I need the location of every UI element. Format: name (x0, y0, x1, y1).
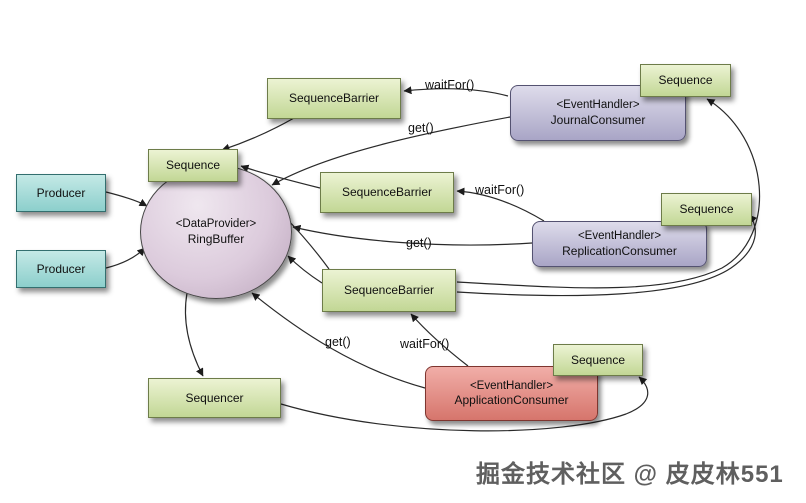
node-label: Producer (36, 261, 86, 276)
edge-label-get-replication: get() (406, 236, 432, 250)
node-ringbuffer: <DataProvider> RingBuffer (140, 165, 292, 299)
edge-sequencer-to-application-sequence (280, 376, 649, 432)
edge-get-journal (271, 116, 511, 186)
node-label: SequenceBarrier (341, 185, 433, 199)
node-sequencebarrier-application: SequenceBarrier (322, 269, 456, 312)
node-label: Sequence (679, 202, 734, 216)
edge-barrier3-to-replication-sequence (456, 214, 758, 297)
edge-label-waitfor-replication: waitFor() (475, 183, 525, 197)
edge-label-waitfor-application: waitFor() (400, 337, 450, 351)
edge-producer1-to-ring (105, 191, 148, 207)
node-replication-consumer: <EventHandler> ReplicationConsumer (532, 221, 707, 267)
edge-barrier1-to-sequence (221, 117, 295, 152)
edge-label-get-application: get() (325, 335, 351, 349)
node-label: ReplicationConsumer (562, 243, 677, 258)
node-application-consumer: <EventHandler> ApplicationConsumer (425, 366, 598, 421)
node-label: ApplicationConsumer (454, 393, 569, 408)
edge-waitfor-application (410, 313, 469, 367)
node-label: Sequence (658, 73, 713, 87)
edge-label-get-journal: get() (408, 121, 434, 135)
edge-barrier3-to-ring (287, 255, 323, 284)
node-stereotype: <EventHandler> (577, 230, 662, 243)
node-label: Producer (36, 185, 86, 200)
edge-barrier2-to-sequence (240, 164, 321, 189)
node-label: SequenceBarrier (343, 283, 435, 297)
node-label: Sequence (165, 158, 221, 172)
node-sequence-replication: Sequence (661, 193, 752, 226)
node-sequence-journal: Sequence (640, 64, 731, 97)
edge-barrier3-to-journal-sequence (456, 98, 761, 289)
node-label: Sequencer (185, 390, 244, 405)
edge-get-replication (292, 224, 533, 246)
edge-waitfor-replication (456, 187, 545, 222)
node-sequencer: Sequencer (148, 378, 281, 418)
edge-label-waitfor-journal: waitFor() (425, 78, 475, 92)
node-sequencebarrier-journal: SequenceBarrier (267, 78, 401, 119)
node-label: JournalConsumer (550, 112, 646, 127)
edge-producer2-to-ring (105, 247, 146, 269)
node-label: RingBuffer (187, 231, 245, 246)
edge-ring-to-sequencer (184, 292, 204, 377)
node-sequence-main: Sequence (148, 149, 238, 182)
node-label: SequenceBarrier (288, 91, 380, 105)
node-stereotype: <EventHandler> (469, 379, 554, 392)
node-stereotype: <EventHandler> (556, 99, 640, 112)
node-label: Sequence (570, 352, 626, 367)
node-stereotype: <DataProvider> (175, 218, 257, 231)
edge-get-application (251, 292, 426, 389)
node-producer-1: Producer (16, 174, 106, 212)
node-sequencebarrier-replication: SequenceBarrier (320, 172, 454, 213)
node-producer-2: Producer (16, 250, 106, 288)
watermark-text: 掘金技术社区 @ 皮皮林551 (476, 461, 784, 488)
node-sequence-application: Sequence (553, 344, 643, 376)
edge-waitfor-journal (403, 86, 509, 97)
